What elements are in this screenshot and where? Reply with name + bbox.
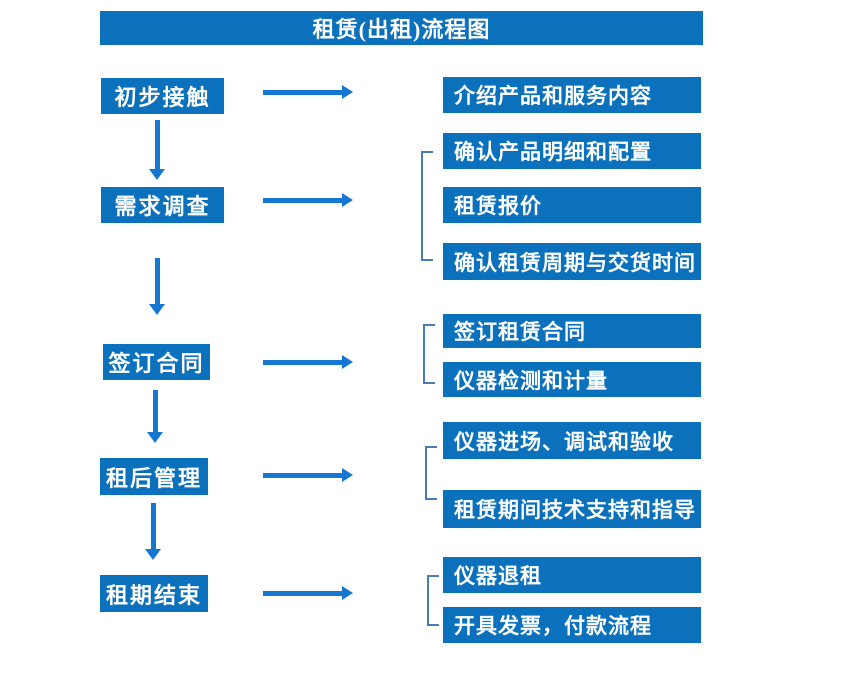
- arrow-right-icon-5: [263, 586, 353, 600]
- arrow-right-icon-2: [263, 193, 353, 207]
- step-box-rental-end: 租期结束: [100, 575, 208, 612]
- arrow-shaft: [150, 503, 156, 549]
- arrow-right-icon-1: [263, 85, 353, 99]
- bracket-demand-survey-group: [421, 151, 433, 261]
- step-box-post-rental-management: 租后管理: [100, 458, 208, 495]
- arrow-down-icon-2: [149, 258, 165, 315]
- step-box-sign-contract: 签订合同: [103, 344, 210, 380]
- step-box-initial-contact: 初步接触: [101, 78, 224, 114]
- arrow-head: [145, 549, 161, 560]
- arrow-shaft: [154, 258, 160, 304]
- detail-box-introduce-products-services: 介绍产品和服务内容: [443, 77, 701, 113]
- bracket-post-rental-group: [425, 446, 437, 500]
- arrow-head: [149, 304, 165, 315]
- arrow-right-icon-3: [263, 355, 353, 369]
- arrow-shaft: [152, 390, 158, 432]
- detail-box-instrument-return: 仪器退租: [443, 557, 701, 593]
- detail-box-invoice-payment-process: 开具发票，付款流程: [443, 607, 701, 643]
- bracket-rental-end-group: [427, 575, 439, 626]
- detail-box-sign-rental-contract: 签订租赁合同: [443, 314, 701, 348]
- page-title: 租赁(出租)流程图: [312, 17, 491, 42]
- arrow-head: [342, 586, 353, 600]
- arrow-shaft: [154, 120, 160, 169]
- detail-box-instrument-testing-measurement: 仪器检测和计量: [443, 362, 701, 397]
- arrow-head: [147, 432, 163, 443]
- arrow-shaft: [263, 590, 342, 596]
- arrow-down-icon-3: [147, 390, 163, 443]
- detail-box-technical-support-guidance: 租赁期间技术支持和指导: [443, 490, 701, 528]
- arrow-head: [342, 355, 353, 369]
- arrow-down-icon-1: [149, 120, 165, 180]
- bracket-sign-contract-group: [423, 324, 435, 384]
- detail-box-confirm-rental-period-delivery: 确认租赁周期与交货时间: [443, 243, 701, 280]
- title-bar: 租赁(出租)流程图: [100, 11, 703, 45]
- arrow-shaft: [263, 197, 342, 203]
- detail-box-rental-quote: 租赁报价: [443, 187, 701, 223]
- detail-box-instrument-entry-commissioning-acceptance: 仪器进场、调试和验收: [443, 422, 701, 459]
- arrow-head: [342, 193, 353, 207]
- arrow-head: [149, 169, 165, 180]
- arrow-right-icon-4: [263, 468, 353, 482]
- arrow-down-icon-4: [145, 503, 161, 560]
- arrow-head: [342, 468, 353, 482]
- arrow-shaft: [263, 472, 342, 478]
- step-box-demand-survey: 需求调查: [101, 187, 224, 223]
- arrow-shaft: [263, 359, 342, 365]
- arrow-shaft: [263, 89, 342, 95]
- arrow-head: [342, 85, 353, 99]
- detail-box-confirm-product-details-config: 确认产品明细和配置: [443, 133, 701, 169]
